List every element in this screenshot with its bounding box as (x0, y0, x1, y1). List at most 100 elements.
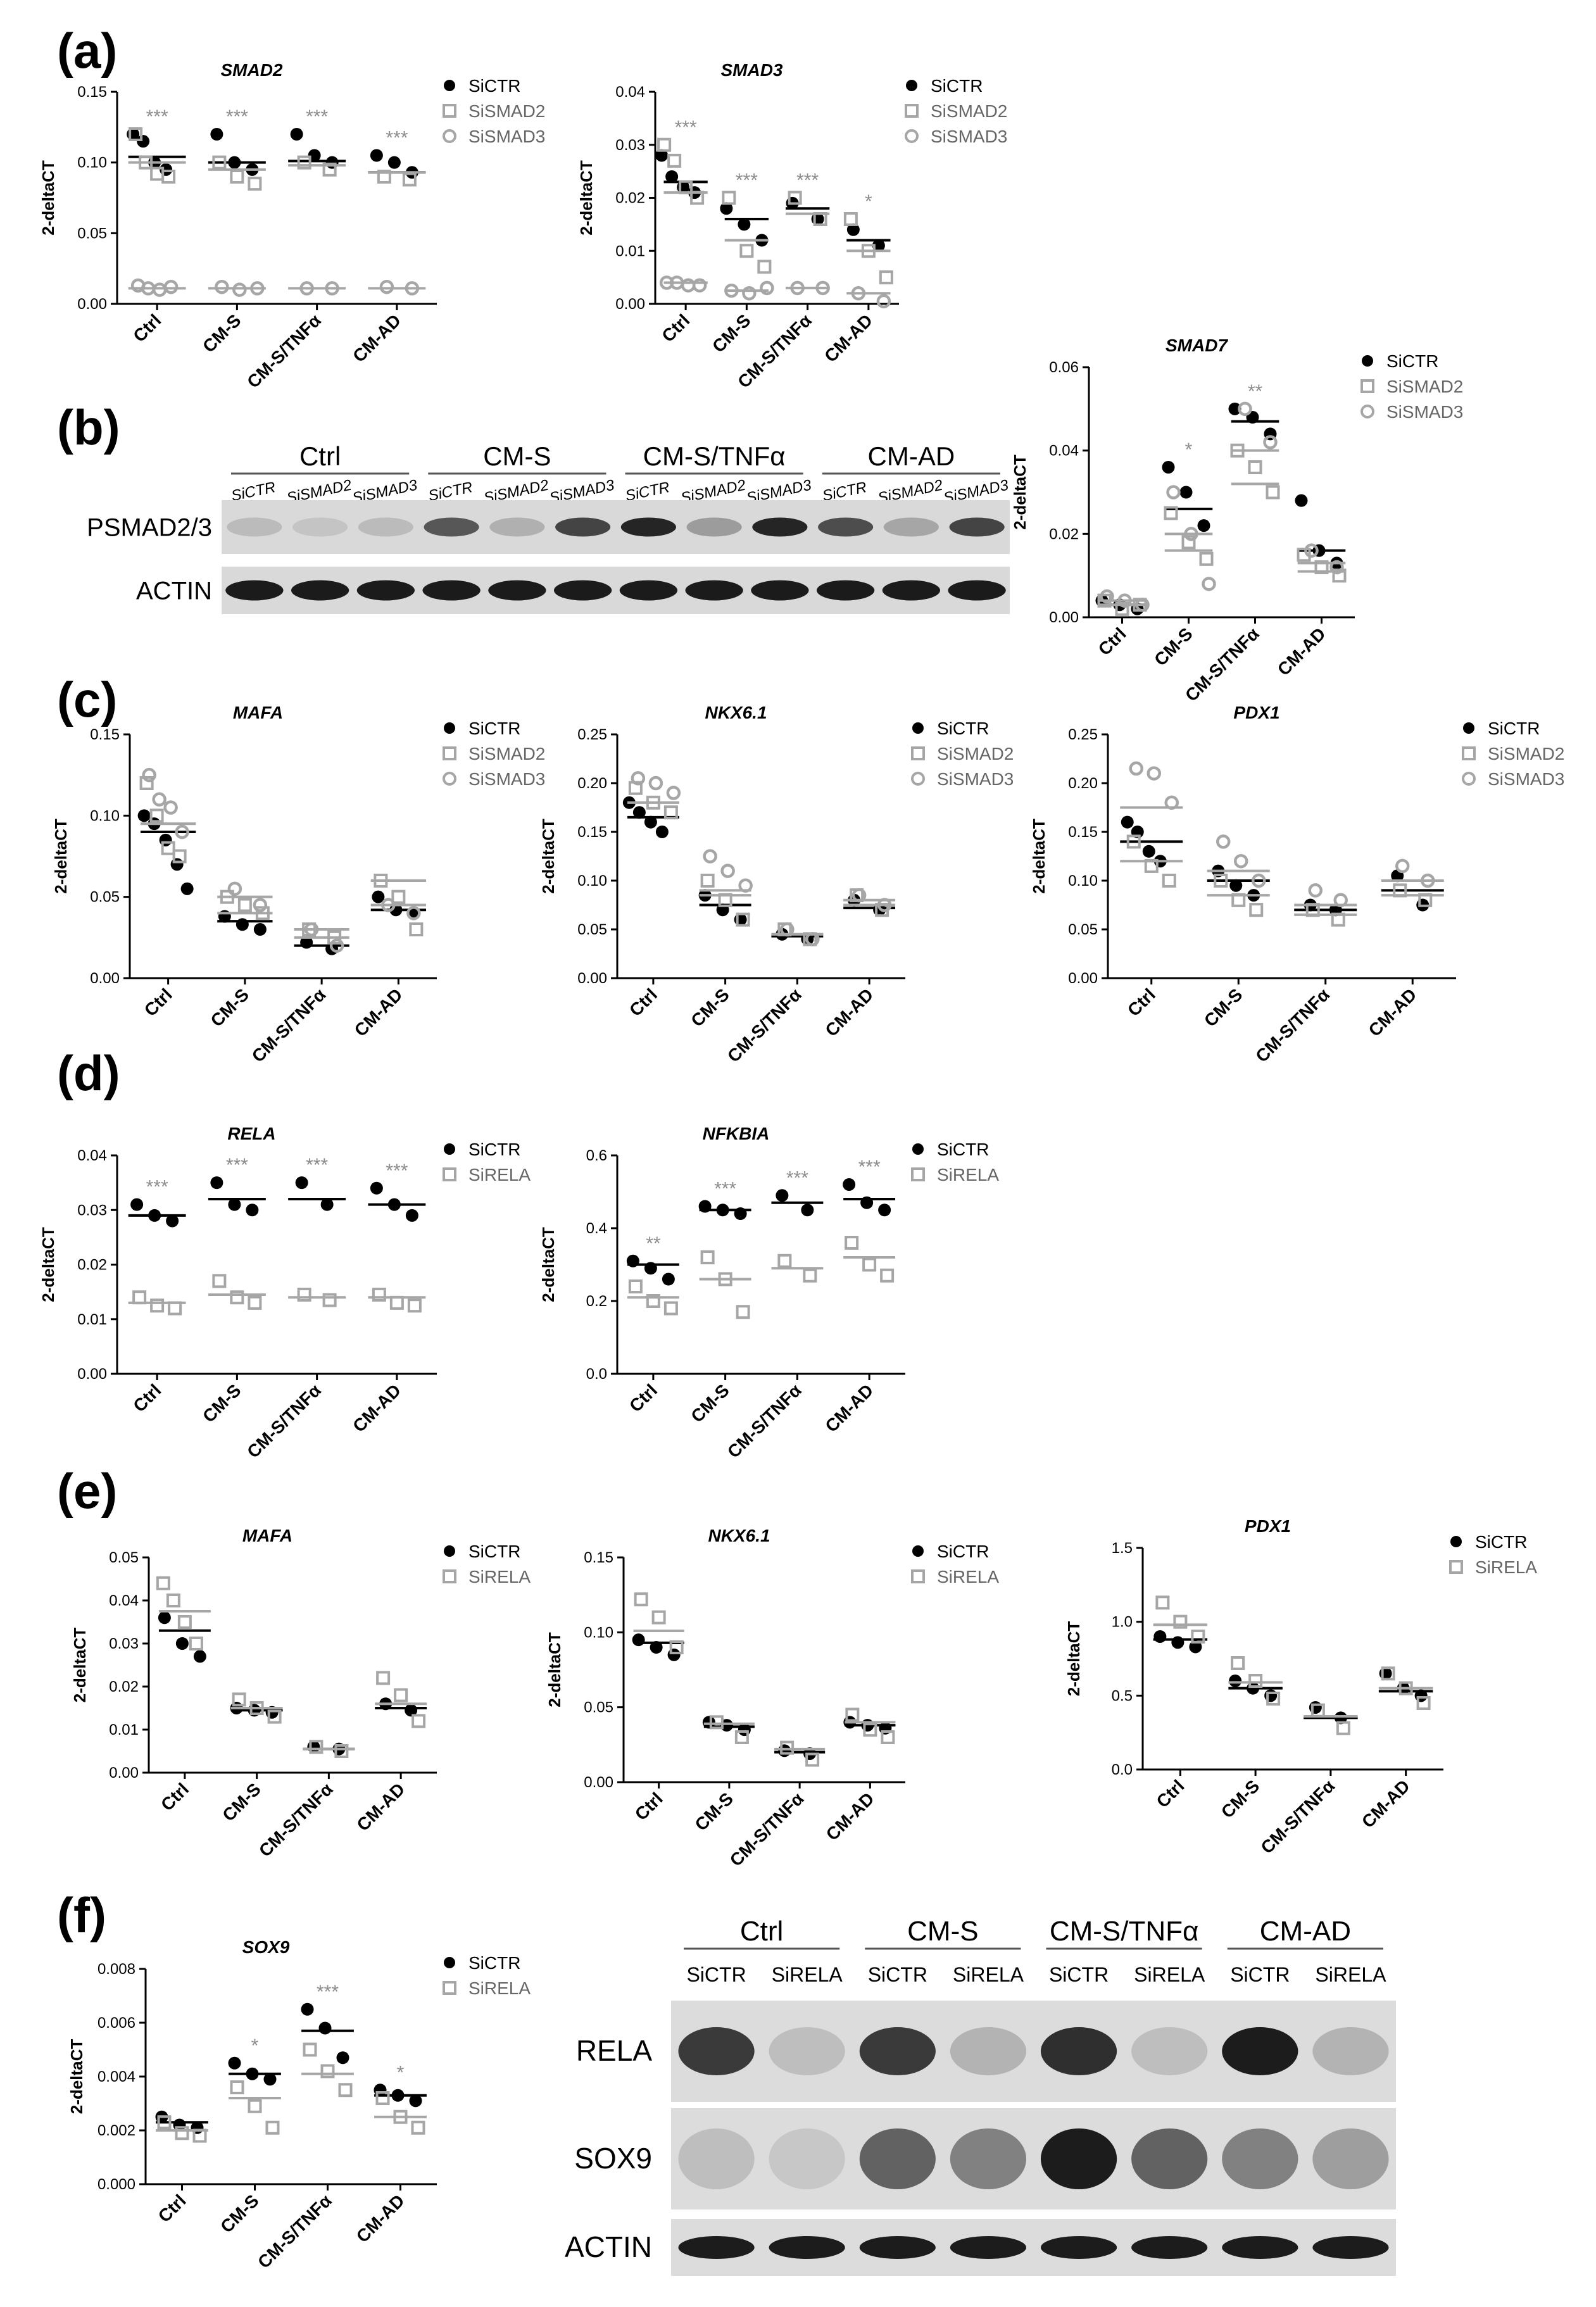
data-point-sirela (1191, 1630, 1205, 1644)
x-tick-label: CM-S (1200, 984, 1247, 1031)
y-tick-label: 0.15 (584, 1549, 613, 1566)
data-point-sismad2 (1181, 535, 1196, 550)
data-point-sirela (700, 1250, 715, 1264)
data-point-sirela (880, 1268, 895, 1283)
legend-marker (444, 1545, 455, 1557)
legend-marker (906, 80, 917, 91)
data-point-sictr (1229, 1675, 1242, 1687)
x-tick-label: CM-AD (821, 984, 877, 1040)
blot-band (489, 517, 545, 537)
x-tick-label: Ctrl (631, 1788, 667, 1824)
blot-band (1312, 2128, 1389, 2189)
y-tick-label: 0.002 (97, 2122, 135, 2139)
blot-lane-label: SiCTR (868, 1963, 927, 1986)
y-tick-label: 0.02 (615, 190, 645, 207)
blot-band (424, 517, 479, 537)
legend-label: SiSMAD3 (468, 769, 545, 789)
data-point-sictr (320, 1198, 334, 1211)
data-point-sirela (230, 1290, 244, 1305)
y-tick-label: 0.02 (77, 1257, 107, 1274)
legend-marker (444, 722, 455, 734)
legend-label: SiRELA (937, 1165, 999, 1185)
y-tick-label: 0.00 (90, 970, 120, 987)
data-point-sirela (1416, 1696, 1431, 1710)
blot-band (685, 580, 743, 601)
data-point-sirela (709, 1715, 724, 1730)
blot-band (948, 580, 1006, 601)
legend-marker (912, 1545, 924, 1557)
data-point-sictr (846, 223, 860, 236)
data-point-sirela (375, 2091, 390, 2105)
y-tick-label: 0.00 (615, 296, 645, 313)
blot-band (1040, 2236, 1117, 2259)
y-tick-label: 0.10 (90, 807, 120, 824)
data-point-sirela (150, 1298, 165, 1313)
chart-title: MAFA (242, 1526, 292, 1545)
y-tick-label: 0.25 (577, 726, 607, 743)
significance-mark: *** (786, 1167, 808, 1188)
data-point-sismad3 (720, 864, 735, 878)
legend-label: SiRELA (1475, 1557, 1537, 1577)
legend-label: SiCTR (1488, 719, 1540, 738)
data-point-sirela (863, 1723, 877, 1737)
data-point-sirela (1381, 1666, 1395, 1681)
x-tick-label: CM-S (218, 1779, 265, 1825)
blot-band (422, 580, 481, 601)
data-point-sictr (720, 202, 733, 215)
x-tick-label: CM-AD (353, 1779, 408, 1835)
data-point-sismad3 (253, 898, 268, 912)
data-point-sismad3 (692, 278, 707, 292)
y-axis-label: 2-deltaCT (39, 160, 58, 236)
x-tick-label: Ctrl (1153, 1776, 1188, 1811)
significance-mark: *** (306, 1155, 328, 1176)
legend-label: SiCTR (468, 1140, 520, 1159)
significance-mark: *** (386, 128, 408, 149)
y-tick-label: 0.03 (77, 1202, 107, 1219)
data-point-sictr (295, 1176, 308, 1190)
blot-band (619, 580, 678, 601)
data-point-sirela (881, 1730, 895, 1744)
significance-mark: * (865, 191, 872, 212)
y-axis-label: 2-deltaCT (39, 1227, 58, 1302)
x-tick-label: CM-AD (353, 2191, 408, 2246)
data-point-sismad2 (212, 155, 227, 170)
legend-label: SiSMAD2 (468, 101, 545, 121)
data-point-sismad2 (657, 137, 672, 152)
data-point-sismad2 (879, 270, 893, 285)
blot-group-label: Ctrl (299, 441, 341, 471)
blot-strip (222, 567, 1010, 614)
data-point-sismad3 (1304, 543, 1319, 558)
x-tick-label: CM-S (687, 984, 733, 1031)
data-point-sictr (180, 882, 194, 895)
data-point-sictr (632, 1633, 645, 1647)
blot-row-label: SOX9 (574, 2142, 652, 2175)
x-tick-label: CM-AD (351, 984, 406, 1040)
data-point-sirela (736, 1305, 750, 1319)
data-point-sirela (132, 1290, 147, 1305)
y-tick-label: 0.000 (97, 2176, 135, 2193)
y-tick-label: 0.15 (90, 726, 120, 743)
blot-band (1131, 2027, 1208, 2075)
significance-mark: * (397, 2062, 405, 2083)
legend-label: SiSMAD3 (937, 769, 1014, 789)
legend-marker (443, 1569, 456, 1583)
legend-marker (911, 772, 925, 786)
legend-marker (444, 1957, 455, 1968)
blot-band (225, 580, 284, 601)
y-tick-label: 0.01 (615, 242, 645, 260)
data-point-sictr (662, 1273, 675, 1286)
data-point-sirela (646, 1294, 660, 1308)
data-point-sismad2 (172, 849, 187, 864)
data-point-sirela (175, 2126, 189, 2140)
data-point-sismad3 (876, 294, 891, 309)
data-point-sictr (370, 149, 383, 162)
y-axis-label: 2-deltaCT (51, 819, 70, 894)
data-point-sismad3 (1395, 858, 1410, 874)
blot-band (818, 517, 874, 537)
blot-band (1222, 2236, 1298, 2259)
blot-band (555, 517, 611, 537)
legend-label: SiSMAD2 (1386, 377, 1463, 396)
y-axis-label: 2-deltaCT (577, 160, 596, 236)
